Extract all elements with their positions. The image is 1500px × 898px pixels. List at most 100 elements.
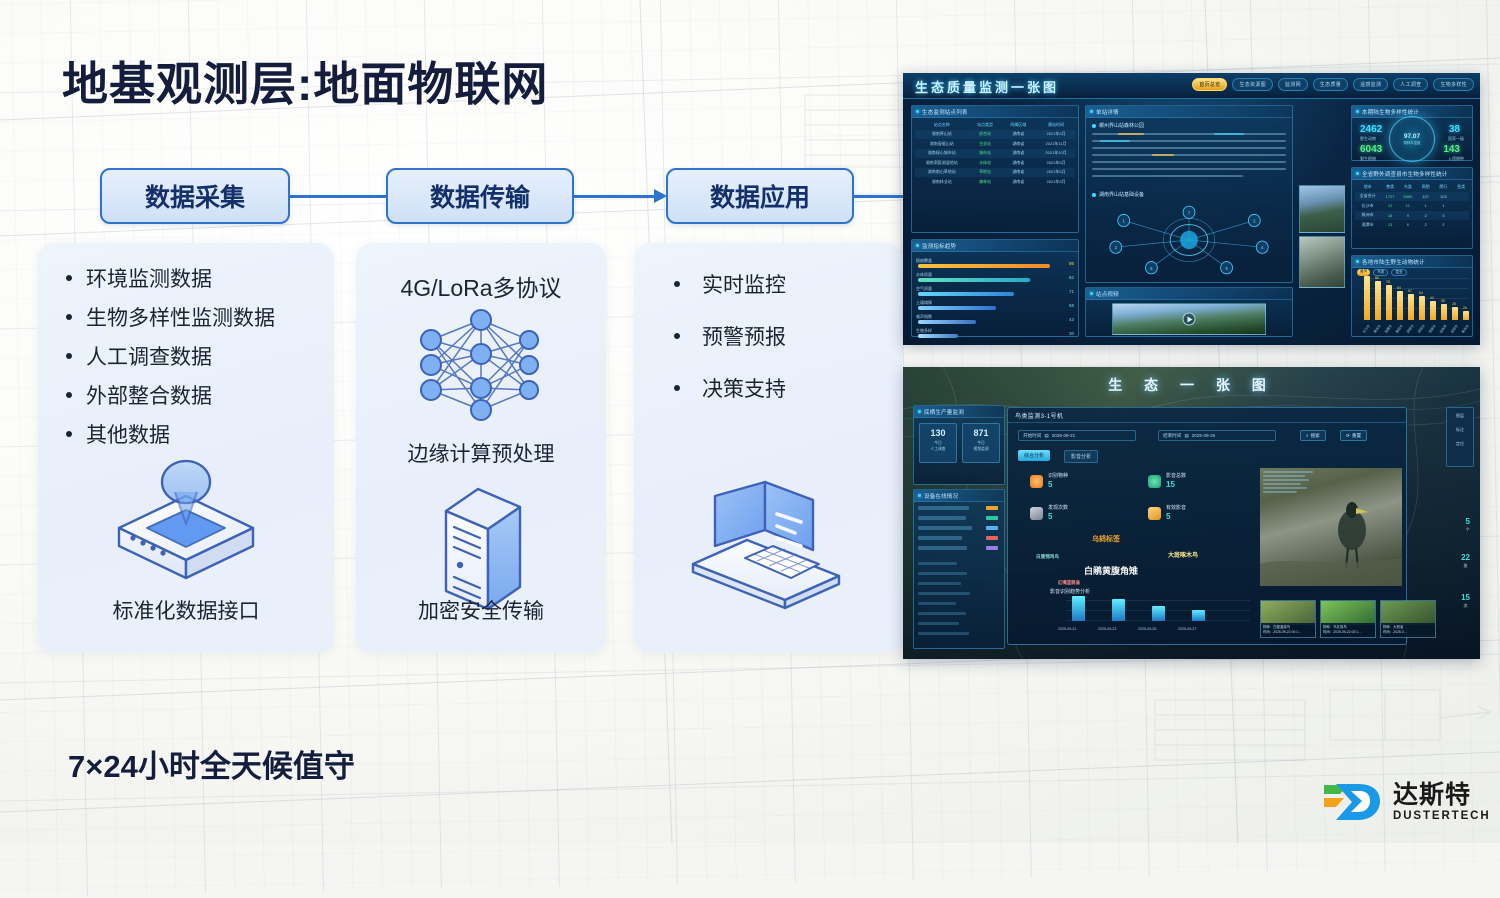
detection-thumbnail[interactable]: 物种：大斑雀 时间：2025-0... (1380, 600, 1436, 638)
bar-value: 78 (1386, 280, 1390, 284)
detection-photo-main[interactable] (1260, 468, 1402, 586)
bar (1152, 606, 1165, 621)
table-row[interactable]: 湘潭市 13 6 2 2 (1355, 220, 1469, 230)
panel-county-stats[interactable]: 全省野外调查县市生物多样性统计 地市 兽类 鸟类 两栖 爬行 鱼类 全省合计 1… (1351, 167, 1473, 249)
flow-step-data-transmission[interactable]: 数据传输 (386, 168, 574, 224)
panel-monitor-trend[interactable]: 监测指标趋势 植被覆盖 95 水体质量 82 空气质量 71 土壤墒情 58 噪… (911, 239, 1079, 338)
nav-tab[interactable]: 生态资源图 (1232, 78, 1273, 91)
panel-species-stats[interactable]: 本期陆生物多样性统计 97.07 物种丰富度 2462 野生动物 38 国家一级… (1351, 105, 1473, 162)
panel-device-status[interactable]: 设备在线情况 (913, 489, 1005, 649)
bar-label: 2025-09-23 (1098, 627, 1117, 631)
bar (1408, 294, 1414, 320)
legend-item[interactable]: 昆虫 (1391, 269, 1407, 276)
detection-thumbnail[interactable]: 物种：白腹蓝姬鸟 时间：2025-09-22 00:1... (1260, 600, 1316, 638)
list-item: 预警预报 (674, 327, 924, 348)
table-row[interactable]: 湖南绿心城市站 城市站 湖南省 2021年10月 (915, 148, 1075, 158)
nav-tab[interactable]: 首页总览 (1192, 78, 1228, 91)
panel-wildlife-bar-chart[interactable]: 各地市陆生野生动物统计 兽类 鸟类 昆虫 98 长沙市 86 株洲市 78 (1351, 255, 1473, 337)
legend-item[interactable]: 鸟类 (1373, 269, 1389, 276)
bar-value: 86 (1375, 276, 1379, 280)
chart-legend[interactable]: 兽类 鸟类 昆虫 (1357, 269, 1407, 276)
panel-station-list[interactable]: 生态监测站点列表 站点名称 站点类型 所属区域 建站时间 湖南界山站 综合站 湖… (911, 105, 1079, 233)
nav-tab[interactable]: 人工调查 (1393, 78, 1429, 91)
thumbnail-species: 物种：白腹蓝姬鸟 (1263, 625, 1291, 629)
panel-production-monitor[interactable]: 底栖生产量监测 130 今日 人工调查 871 今日 视频监测 (913, 405, 1005, 485)
legend-item[interactable]: 兽类 (1357, 269, 1371, 276)
table-row[interactable]: 全省合计 1707 5560 107 103 (1355, 191, 1469, 201)
bar-label: 邵阳市 (1405, 324, 1415, 334)
cell: 城市站 (979, 150, 992, 156)
word-cloud-item[interactable]: 白鹇黄腹角雉 (1084, 566, 1139, 576)
cell: 湖南省 (1012, 169, 1025, 175)
panel-title: 监测指标趋势 (922, 243, 957, 250)
cell: 湖南壶瓶山站 (929, 140, 954, 146)
tab-comprehensive-analysis[interactable]: 综合分析 (1018, 450, 1051, 461)
panel-header: 设备在线情况 (914, 490, 1004, 502)
bar-value: 20 (1463, 306, 1467, 310)
bar-label: 岳阳市 (1416, 324, 1426, 334)
chip-value: 5 (1465, 517, 1470, 526)
list-item-label: 人工调查数据 (86, 346, 212, 369)
end-date-field[interactable]: 结束时间 ▤ 2025-09-26 (1158, 430, 1276, 441)
stat-card[interactable]: 871 今日 视频监测 (962, 423, 1000, 463)
table-row[interactable]: 湖南界山站 综合站 湖南省 2021年3月 (915, 129, 1075, 139)
laptop-icon (634, 463, 902, 623)
thumbnail-species: 物种：大斑雀 (1383, 625, 1404, 629)
detection-thumbnail[interactable]: 物种：乌灰鸫鸟 时间：2025-09-22 00:1... (1320, 600, 1376, 638)
svg-text:7: 7 (1188, 210, 1191, 215)
thumbnail-image (1321, 601, 1375, 625)
map-layer-controls[interactable]: 图层 标注 定位 (1446, 407, 1474, 467)
nav-tab[interactable]: 监测网 (1277, 78, 1308, 91)
chip-label: 次 (1463, 603, 1468, 608)
start-date-field[interactable]: 开始时间 ▤ 2025-09-21 (1018, 430, 1136, 441)
cell: 2021年5月 (1046, 169, 1066, 175)
bar (1112, 599, 1125, 621)
bar-value: 98 (1364, 271, 1368, 275)
word-cloud-item[interactable]: 红嘴蓝鹊雀 (1058, 580, 1080, 585)
start-date-label: 开始时间 (1023, 432, 1042, 438)
cell: 11 (1405, 203, 1410, 209)
side-stat-photos[interactable]: 22 张 (1461, 553, 1470, 569)
station-video-preview[interactable] (1112, 303, 1266, 335)
nav-tab[interactable]: 生态质量 (1312, 78, 1349, 91)
screenshot-ecology-one-map-dashboard[interactable]: 生 态 一 张 图 底栖生产量监测 130 今日 人工调查 871 今日 视频监… (903, 367, 1480, 659)
dashboard-nav-tabs[interactable]: 首页总览 生态资源图 监测网 生态质量 遥感监测 人工调查 生物多样性 (1192, 78, 1474, 91)
panel-station-video[interactable]: 站点视频 (1085, 287, 1293, 337)
table-row[interactable]: 湖南南山草地站 草地站 湖南省 2021年5月 (915, 167, 1075, 177)
device-list (918, 506, 1000, 644)
kpi-label: 有效影音 (1166, 505, 1187, 511)
search-button[interactable]: ⌕ 搜索 (1300, 430, 1326, 441)
reset-button[interactable]: ⟳ 重置 (1340, 430, 1368, 441)
kpi-valid-media: 有效影音 5 (1148, 505, 1187, 521)
table-row[interactable]: 湖南壶瓶山站 生态站 湖南省 2021年11月 (915, 139, 1075, 149)
table-row[interactable]: 湖南洞庭湖湿地站 水体站 湖南省 2021年5月 (915, 158, 1075, 168)
stat-card[interactable]: 130 今日 人工调查 (919, 423, 957, 463)
nav-tab[interactable]: 遥感监测 (1353, 78, 1389, 91)
side-stat-events[interactable]: 15 次 (1461, 593, 1470, 609)
tab-media-analysis[interactable]: 影音分析 (1064, 450, 1099, 463)
word-cloud-item[interactable]: 乌鸫标签 (1092, 536, 1120, 543)
play-icon[interactable] (1182, 312, 1196, 326)
table-row[interactable]: 长沙市 12 11 1 1 (1355, 201, 1469, 211)
cell: 12 (1387, 203, 1393, 209)
thumbnail-time: 时间：2025-0... (1383, 630, 1407, 634)
chip-label: 个 (1465, 527, 1470, 532)
word-cloud-item[interactable]: 白腹锦鸡鸟 (1036, 554, 1059, 559)
table-row[interactable]: 株洲市 18 9 2 3 (1355, 210, 1469, 220)
station-photo-mountain[interactable] (1299, 185, 1345, 233)
end-date-label: 结束时间 (1163, 432, 1182, 438)
monitoring-detail-modal[interactable]: 鸟类监测3-1号机 开始时间 ▤ 2025-09-21 结束时间 ▤ 2025-… (1007, 407, 1436, 645)
col-header: 站点类型 (977, 121, 994, 127)
screenshot-ecological-quality-dashboard[interactable]: 生态质量监测一张图 首页总览 生态资源图 监测网 生态质量 遥感监测 人工调查 … (903, 73, 1480, 345)
nav-tab[interactable]: 生物多样性 (1433, 78, 1474, 91)
dashboard-title: 生 态 一 张 图 (1108, 377, 1275, 393)
station-photo-rock[interactable] (1299, 236, 1345, 288)
side-stat-species[interactable]: 5 个 (1466, 517, 1470, 533)
detail-body: 郴州界山站森林公园 湖南界山站基础设备 (1092, 122, 1286, 198)
flow-step-data-collection[interactable]: 数据采集 (100, 168, 290, 224)
panel-station-detail[interactable]: 单站详情 郴州界山站森林公园 (1085, 105, 1293, 283)
bar-label: 长沙市 (1361, 324, 1371, 334)
table-row[interactable]: 湖南林业站 森林站 湖南省 2021年3月 (915, 177, 1075, 187)
flow-step-data-application[interactable]: 数据应用 (666, 168, 854, 224)
word-cloud-item[interactable]: 大斑啄木鸟 (1168, 553, 1199, 559)
